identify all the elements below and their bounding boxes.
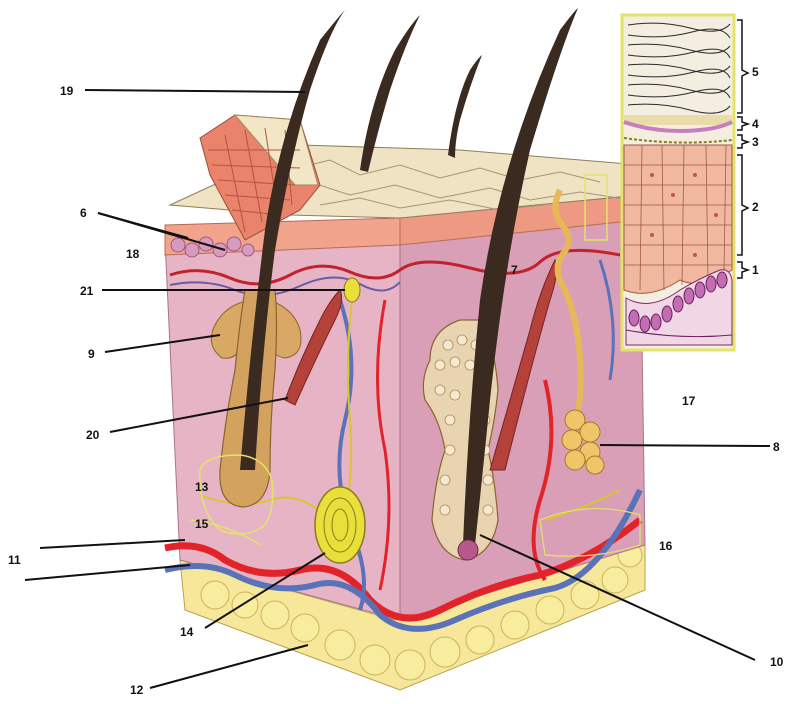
label-1: 1 xyxy=(752,263,759,277)
leader-11a xyxy=(40,540,185,548)
leader-11b xyxy=(25,565,190,580)
label-12: 12 xyxy=(130,683,143,697)
dermis-front-face xyxy=(165,230,400,620)
label-17: 17 xyxy=(682,394,695,408)
hair-shaft-middle-2 xyxy=(448,55,482,158)
inset-brackets xyxy=(737,20,748,278)
label-6: 6 xyxy=(80,206,87,220)
label-18: 18 xyxy=(126,247,139,261)
label-19: 19 xyxy=(60,84,73,98)
leader-19 xyxy=(85,90,305,92)
label-10: 10 xyxy=(770,655,783,669)
label-9: 9 xyxy=(88,347,95,361)
label-8: 8 xyxy=(773,440,780,454)
label-5: 5 xyxy=(752,65,759,79)
label-16: 16 xyxy=(659,539,672,553)
label-15: 15 xyxy=(195,517,208,531)
meissner-corpuscle xyxy=(344,278,360,302)
label-7: 7 xyxy=(511,263,518,277)
label-14: 14 xyxy=(180,625,193,639)
label-4: 4 xyxy=(752,117,759,131)
label-20: 20 xyxy=(86,428,99,442)
label-2: 2 xyxy=(752,200,759,214)
label-11: 11 xyxy=(8,553,21,567)
leader-8 xyxy=(600,445,770,446)
leader-12 xyxy=(150,645,308,688)
label-21: 21 xyxy=(80,284,93,298)
label-3: 3 xyxy=(752,135,759,149)
label-13: 13 xyxy=(195,480,208,494)
